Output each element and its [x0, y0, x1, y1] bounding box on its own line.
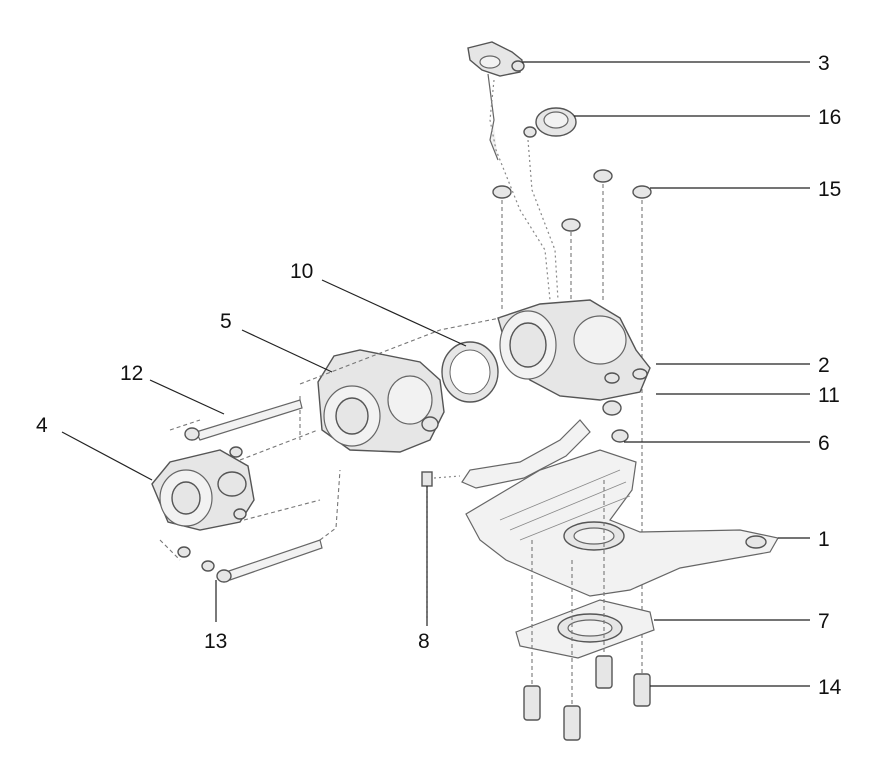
part-2-housing: [497, 299, 651, 401]
callout-15: 15: [818, 178, 841, 201]
callout-5: 5: [220, 310, 232, 333]
callout-labels: 3 16 15 10 5 12 4 2 11 6 1 7 14 13 8: [36, 52, 842, 699]
callout-12: 12: [120, 362, 143, 385]
part-10-ring: [441, 341, 499, 403]
part-3-sensor: [467, 41, 525, 161]
part-5-pump: [317, 349, 445, 453]
callout-7: 7: [818, 610, 830, 633]
callout-8: 8: [418, 630, 430, 653]
callout-4: 4: [36, 414, 48, 437]
part-13-bolts: [177, 539, 323, 583]
part-4-front-housing: [151, 446, 255, 531]
callout-10: 10: [290, 260, 313, 283]
part-15-nuts: [492, 169, 652, 232]
callout-16: 16: [818, 106, 841, 129]
part-7-gasket: [515, 599, 655, 659]
callout-6: 6: [818, 432, 830, 455]
callout-11: 11: [818, 384, 840, 407]
callout-3: 3: [818, 52, 830, 75]
parts-drawing: [151, 41, 779, 741]
part-16-cap: [523, 107, 577, 138]
callout-13: 13: [204, 630, 227, 653]
callout-14: 14: [818, 676, 842, 699]
callout-2: 2: [818, 354, 830, 377]
part-6-pipe: [461, 400, 629, 489]
leader-lines: [61, 61, 810, 687]
callout-1: 1: [818, 528, 830, 551]
part-12-bolts: [184, 399, 303, 441]
part-14-studs: [523, 655, 651, 741]
